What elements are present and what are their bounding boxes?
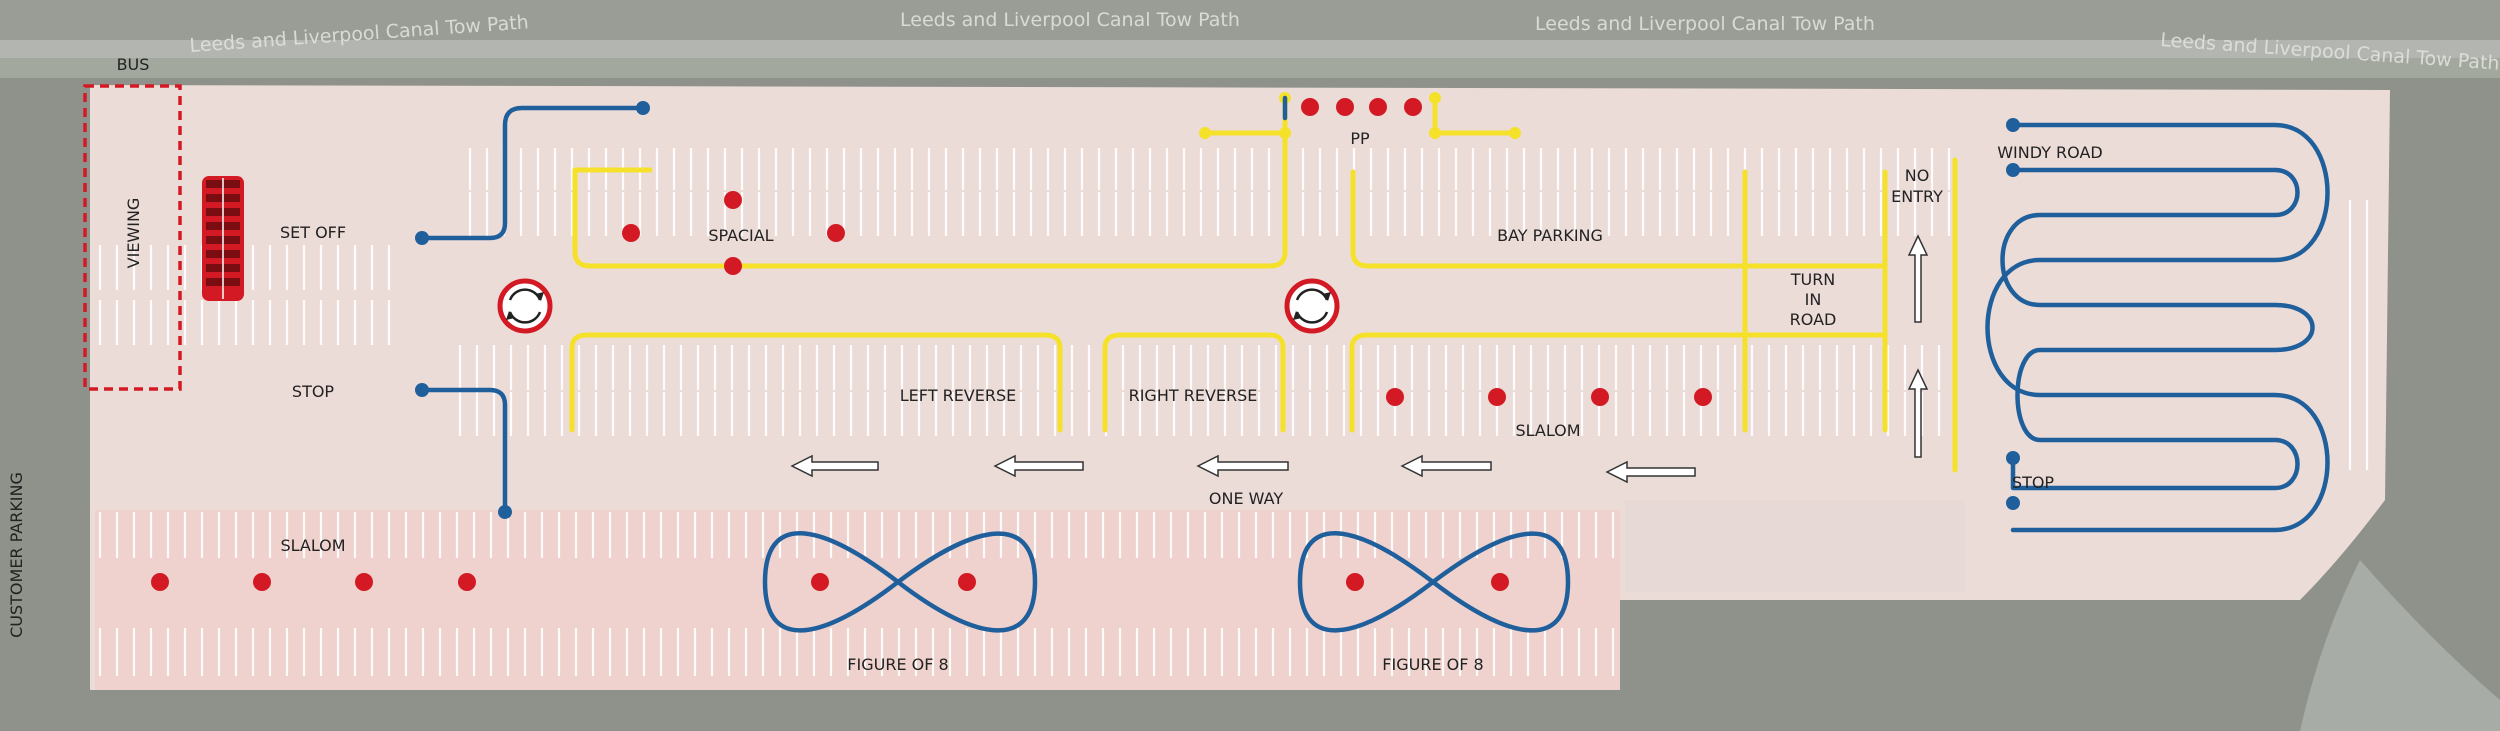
- cone: [724, 191, 742, 209]
- route-node: [2006, 451, 2020, 465]
- yellow-marker: [1279, 127, 1291, 139]
- one-way-arrow-icon: [1907, 368, 1929, 458]
- cone: [1591, 388, 1609, 406]
- windy-road-inner-route: [2000, 167, 2315, 491]
- course-labels: BUS VIEWING CUSTOMER PARKING SET OFF STO…: [7, 55, 2103, 674]
- slalom-label: SLALOM: [1515, 421, 1580, 440]
- figure-of-8-label: FIGURE OF 8: [847, 655, 948, 674]
- viewing-label: VIEWING: [124, 198, 143, 269]
- tree-line: [0, 0, 2500, 40]
- cone: [1369, 98, 1387, 116]
- towpath-label: Leeds and Liverpool Canal Tow Path: [900, 9, 1240, 31]
- figure-of-8-left-route: [762, 531, 1038, 633]
- route-node: [415, 383, 429, 397]
- yellow-marker: [1429, 127, 1441, 139]
- slalom-label: SLALOM: [280, 536, 345, 555]
- slalom-yellow-line: [1349, 332, 1888, 433]
- one-way-label: ONE WAY: [1209, 489, 1283, 508]
- customer-parking-label: CUSTOMER PARKING: [7, 472, 26, 638]
- turn-in-road-label: ROAD: [1790, 310, 1837, 329]
- cone: [1301, 98, 1319, 116]
- cone: [253, 573, 271, 591]
- one-way-arrow-icon: [1400, 454, 1492, 478]
- one-way-arrow-icon: [1605, 460, 1696, 484]
- left-reverse-yellow-bay: [569, 332, 1063, 433]
- one-way-arrow-icon: [993, 454, 1084, 478]
- cone: [1346, 573, 1364, 591]
- one-way-arrow-icon: [790, 454, 879, 478]
- spacial-yellow-bay: [572, 167, 1288, 269]
- route-node: [415, 231, 429, 245]
- turn-in-road-label: TURN: [1790, 270, 1836, 289]
- bay-parking-yellow-line: [1350, 169, 1888, 269]
- tow-path: [0, 40, 2500, 58]
- right-reverse-yellow-bay: [1102, 332, 1286, 433]
- bus-icon: [202, 176, 244, 301]
- right-reverse-label: RIGHT REVERSE: [1129, 386, 1258, 405]
- stop-route: [419, 387, 508, 515]
- cone: [1488, 388, 1506, 406]
- roundabout-icon: [497, 278, 553, 334]
- no-entry-label: ENTRY: [1891, 187, 1943, 206]
- cone: [724, 257, 742, 275]
- cone: [811, 573, 829, 591]
- spacial-label: SPACIAL: [708, 226, 773, 245]
- stop-label: STOP: [2012, 473, 2055, 492]
- one-way-arrows: [790, 234, 1929, 484]
- viewing-area: [83, 84, 182, 391]
- windy-road-label: WINDY ROAD: [1997, 143, 2103, 162]
- one-way-arrow-icon: [1196, 454, 1289, 478]
- windy-road-outer-route: [1985, 122, 2330, 533]
- yellow-marker: [1429, 92, 1441, 104]
- route-node: [2006, 163, 2020, 177]
- cone: [1386, 388, 1404, 406]
- cone: [622, 224, 640, 242]
- figure-of-8-label: FIGURE OF 8: [1382, 655, 1483, 674]
- cones: [151, 98, 1712, 591]
- no-entry-label: NO: [1905, 166, 1930, 185]
- lower-right-lot: [1625, 500, 1965, 592]
- left-reverse-label: LEFT REVERSE: [900, 386, 1016, 405]
- access-road: [2300, 560, 2500, 731]
- bay-parking-label: BAY PARKING: [1497, 226, 1603, 245]
- cone: [958, 573, 976, 591]
- towpath-label: Leeds and Liverpool Canal Tow Path: [1535, 13, 1875, 35]
- route-node: [498, 505, 512, 519]
- set-off-label: SET OFF: [280, 223, 346, 242]
- route-node: [636, 101, 650, 115]
- roundabout-icon: [1284, 278, 1340, 334]
- figure-of-8-right-route: [1297, 531, 1571, 633]
- turn-in-road-label: IN: [1805, 290, 1822, 309]
- yellow-marker: [1199, 127, 1211, 139]
- cone: [827, 224, 845, 242]
- route-node: [2006, 118, 2020, 132]
- set-off-route: [419, 105, 646, 241]
- verge: [0, 58, 2500, 78]
- yellow-marker: [1509, 127, 1521, 139]
- one-way-arrow-icon: [1907, 234, 1929, 323]
- cone: [458, 573, 476, 591]
- cone: [151, 573, 169, 591]
- cone: [355, 573, 373, 591]
- cone: [1404, 98, 1422, 116]
- blue-routes: [415, 95, 2330, 633]
- bus-label: BUS: [117, 55, 150, 74]
- pp-label: PP: [1350, 129, 1370, 148]
- yellow-markings: [569, 92, 1958, 473]
- bay-markings: [98, 148, 2369, 676]
- cone: [1491, 573, 1509, 591]
- stop-label: STOP: [292, 382, 335, 401]
- route-node: [2006, 496, 2020, 510]
- cone: [1336, 98, 1354, 116]
- cone: [1694, 388, 1712, 406]
